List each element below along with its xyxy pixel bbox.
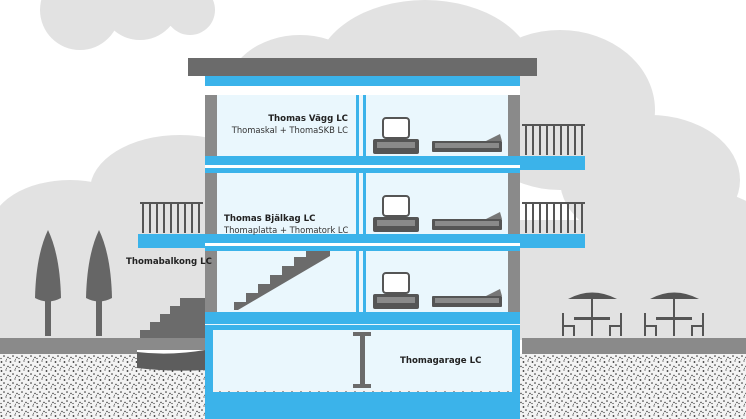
chair-icon [644,313,704,336]
bed-icon [432,289,502,307]
table-icon [656,317,692,336]
tv-icon [382,195,410,217]
balcony-right-lower [520,202,585,248]
sofa-icon [373,294,419,309]
joist-label-subtitle: Thomaplatta + Thomatork LC [223,225,349,235]
tv-icon [382,272,410,294]
bed-icon [432,212,502,230]
wall-label-subtitle: Thomaskal + ThomaSKB LC [231,125,348,135]
sofa-icon [373,217,419,232]
railing-icon [522,202,585,233]
railing-icon [522,124,585,155]
floor-3-furniture [373,117,502,154]
railing-icon [140,202,203,233]
balcony-label: Thomabalkong LC [126,257,212,267]
bed-icon [432,134,502,152]
sofa-icon [373,139,419,154]
floor-1-furniture [373,272,502,309]
garage-label: Thomagarage LC [400,356,481,366]
tv-icon [382,117,410,139]
balcony-right-upper [520,124,585,170]
wall-label-title: Thomas Vägg LC [268,114,348,124]
balcony-left [138,202,205,248]
joist-label-title: Thomas Bjälkag LC [224,214,315,224]
chair-icon [562,313,622,336]
tree-icon [35,230,61,336]
steel-column-icon [353,332,371,388]
stairs-icon [140,298,205,338]
tree-icon [86,230,112,336]
table-icon [574,317,610,336]
floor-2-furniture [373,195,502,232]
patio-set [562,292,704,336]
stairs-icon [234,251,330,310]
